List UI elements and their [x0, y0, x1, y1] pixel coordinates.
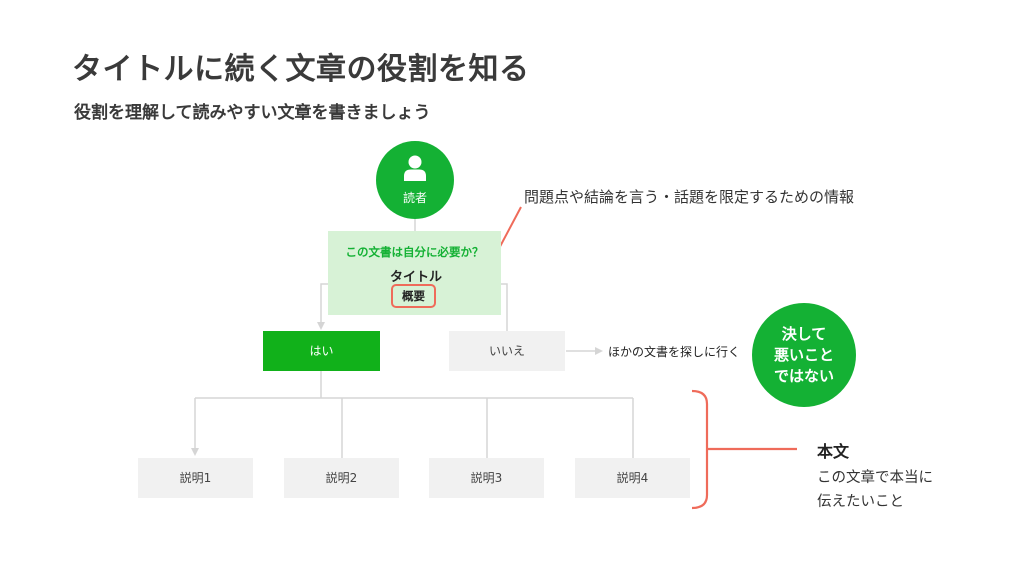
question-box: この文書は自分に必要か？ タイトル — [328, 231, 501, 315]
body-bracket — [691, 389, 709, 510]
explanation-box-3: 説明3 — [429, 458, 544, 498]
body-description: この文章で本当に 伝えたいこと — [817, 470, 933, 510]
reader-label: 読者 — [402, 191, 427, 205]
summary-label: 概要 — [391, 284, 436, 308]
yes-box: はい — [263, 331, 380, 371]
explanation-box-4: 説明4 — [575, 458, 690, 498]
no-box: いいえ — [449, 331, 565, 371]
explanation-box-2: 説明2 — [284, 458, 399, 498]
page-subtitle: 役割を理解して読みやすい文章を書きましょう — [74, 103, 431, 123]
reader-node: 読者 — [376, 141, 454, 219]
person-icon — [404, 155, 426, 181]
yes-connector — [320, 283, 328, 326]
title-label: タイトル — [389, 270, 442, 285]
body-title: 本文 — [817, 442, 850, 461]
question-text: この文書は自分に必要か？ — [345, 245, 484, 259]
no-connector — [501, 283, 508, 331]
explanation-box-1: 説明1 — [138, 458, 253, 498]
elsewhere-label: ほかの文書を探しに行く — [608, 345, 741, 359]
yes-arrowhead — [317, 322, 325, 330]
tree-arrowhead-1 — [191, 448, 199, 456]
badge-text: 決して 悪いこと ではない — [773, 324, 834, 385]
page-title: タイトルに続く文章の役割を知る — [72, 52, 530, 87]
info-label: 問題点や結論を言う・話題を限定するための情報 — [524, 188, 855, 206]
elsewhere-arrowhead — [595, 347, 603, 355]
not-bad-badge: 決して 悪いこと ではない — [752, 303, 856, 407]
